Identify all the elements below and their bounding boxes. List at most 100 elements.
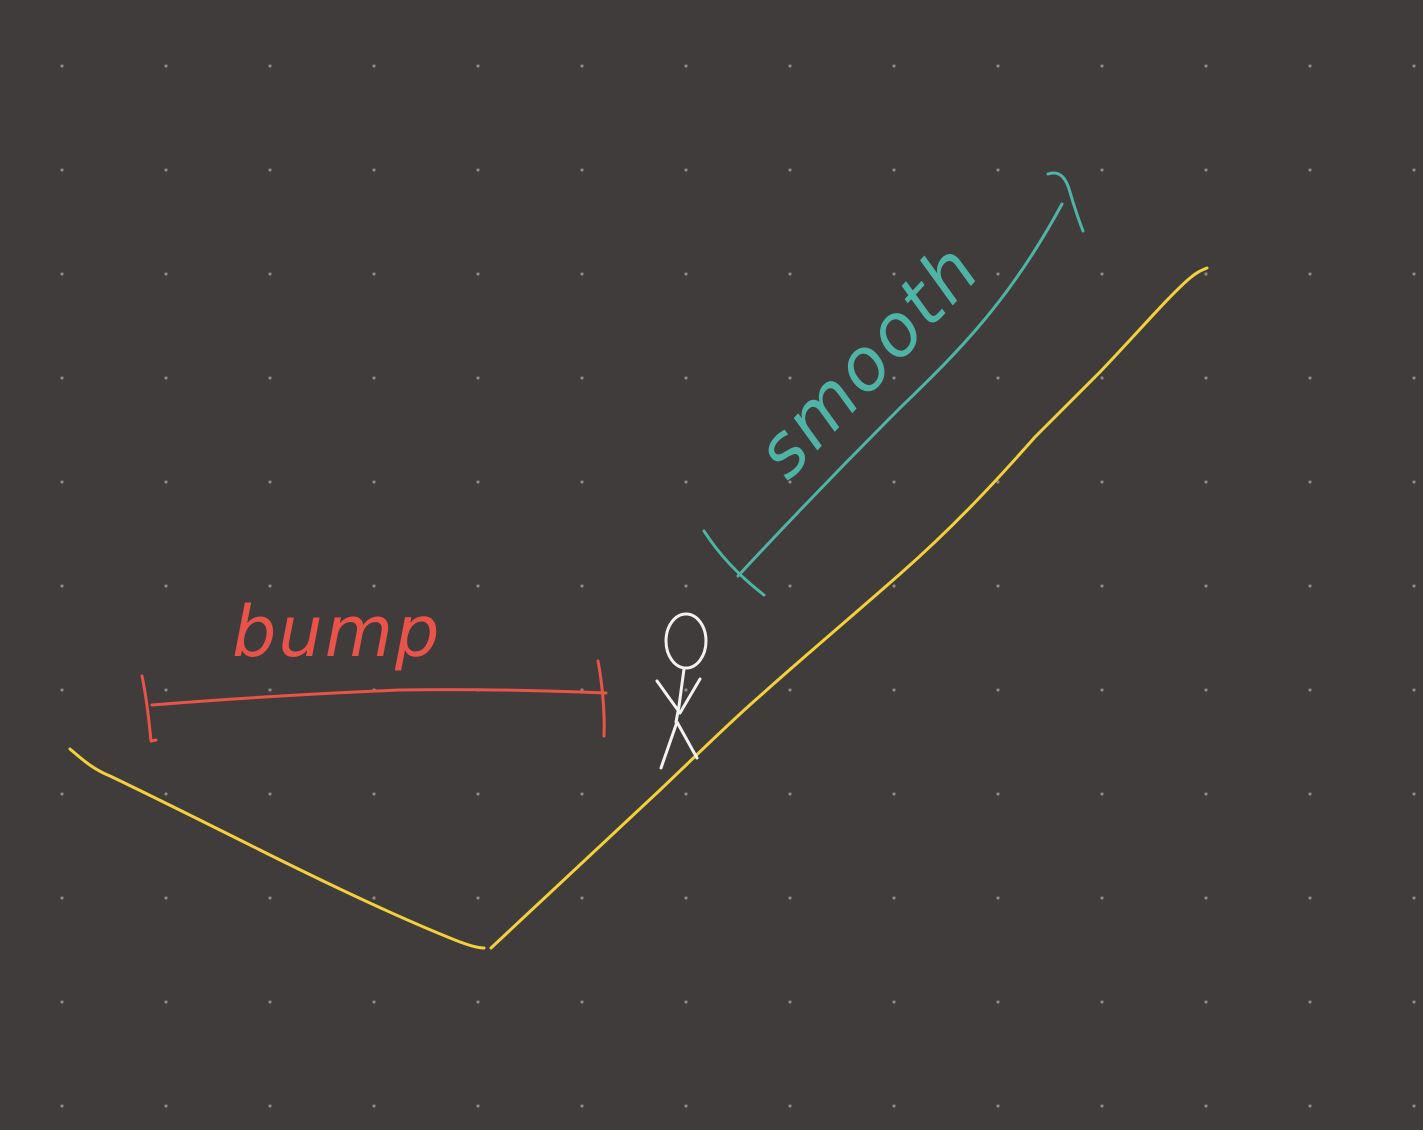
bump-annotation: bump xyxy=(140,591,608,743)
grid-dot xyxy=(1308,688,1312,692)
stick-figure-head xyxy=(664,612,708,670)
grid-dot xyxy=(788,688,792,692)
grid-dot xyxy=(788,584,792,588)
grid-dot xyxy=(892,584,896,588)
grid-dot xyxy=(1412,64,1416,68)
grid-dot xyxy=(1204,168,1208,172)
grid-dot xyxy=(996,1104,1000,1108)
grid-dot xyxy=(684,688,688,692)
grid-dot xyxy=(60,896,64,900)
smooth-upper-tick xyxy=(1046,171,1085,233)
grid-dot xyxy=(580,584,584,588)
grid-dot xyxy=(684,1000,688,1004)
grid-dot xyxy=(788,376,792,380)
grid-dot xyxy=(476,480,480,484)
grid-dot xyxy=(1204,480,1208,484)
bump-right-tick xyxy=(596,659,606,738)
grid-dot xyxy=(60,584,64,588)
grid-dot xyxy=(60,1104,64,1108)
grid-dot xyxy=(1100,584,1104,588)
grid-dot xyxy=(1308,272,1312,276)
grid-dot xyxy=(892,896,896,900)
bump-left-tick xyxy=(140,674,158,743)
grid-dot xyxy=(476,272,480,276)
grid-dot xyxy=(1204,1104,1208,1108)
grid-dot xyxy=(1412,792,1416,796)
grid-dot xyxy=(996,376,1000,380)
bump-span-line xyxy=(150,688,608,707)
grid-dot xyxy=(892,688,896,692)
stick-figure-body xyxy=(674,667,686,724)
grid-dot xyxy=(1100,64,1104,68)
grid-dot xyxy=(580,168,584,172)
grid-dot xyxy=(1100,272,1104,276)
grid-dot xyxy=(996,64,1000,68)
grid-dot xyxy=(268,1000,272,1004)
grid-dot xyxy=(684,896,688,900)
grid-dot xyxy=(788,480,792,484)
grid-dot xyxy=(268,272,272,276)
grid-dot xyxy=(268,376,272,380)
grid-dot xyxy=(580,1104,584,1108)
grid-dot xyxy=(580,480,584,484)
grid-dot xyxy=(996,792,1000,796)
grid-dot xyxy=(476,1000,480,1004)
grid-dot xyxy=(684,376,688,380)
grid-dot xyxy=(1100,792,1104,796)
grid-dot xyxy=(892,1104,896,1108)
grid-dot xyxy=(1100,168,1104,172)
grid-dot xyxy=(60,376,64,380)
grid-dot xyxy=(60,688,64,692)
grid-dot xyxy=(372,376,376,380)
grid-dot xyxy=(892,64,896,68)
grid-dot xyxy=(996,584,1000,588)
stick-figure-legs xyxy=(659,720,699,770)
grid-dot xyxy=(476,64,480,68)
grid-dot xyxy=(1412,584,1416,588)
grid-dot xyxy=(1308,1104,1312,1108)
grid-dot xyxy=(788,168,792,172)
grid-dot xyxy=(164,168,168,172)
grid-dot xyxy=(580,792,584,796)
grid-dot xyxy=(1412,1000,1416,1004)
grid-dot xyxy=(372,272,376,276)
grid-dot xyxy=(164,376,168,380)
smooth-lower-tick xyxy=(702,529,766,597)
ground-line xyxy=(68,747,486,950)
grid-dot xyxy=(1308,64,1312,68)
grid-dot xyxy=(1204,376,1208,380)
grid-dot xyxy=(164,480,168,484)
grid-dot xyxy=(372,64,376,68)
grid-dot xyxy=(684,168,688,172)
grid-dot xyxy=(1100,896,1104,900)
grid-dot xyxy=(268,792,272,796)
grid-dot xyxy=(1204,896,1208,900)
grid-dot xyxy=(580,272,584,276)
grid-dot xyxy=(60,64,64,68)
grid-dot xyxy=(372,584,376,588)
grid-dot xyxy=(268,480,272,484)
grid-dot xyxy=(372,792,376,796)
slope-line xyxy=(489,266,1209,950)
grid-dot xyxy=(788,1104,792,1108)
grid-dot xyxy=(164,272,168,276)
grid-dot xyxy=(60,480,64,484)
grid-dot xyxy=(372,1104,376,1108)
stick-figure xyxy=(655,612,708,770)
grid-dot xyxy=(268,64,272,68)
grid-dot xyxy=(996,688,1000,692)
grid-dot xyxy=(684,272,688,276)
grid-dot xyxy=(164,688,168,692)
grid-dot xyxy=(1412,168,1416,172)
grid-dot xyxy=(996,168,1000,172)
grid-dot xyxy=(164,792,168,796)
grid-dot xyxy=(372,896,376,900)
grid-dot xyxy=(1412,272,1416,276)
grid-dot xyxy=(476,584,480,588)
grid-dot xyxy=(268,584,272,588)
grid-dot xyxy=(788,792,792,796)
grid-dot xyxy=(1308,376,1312,380)
dot-grid xyxy=(60,64,1416,1108)
grid-dot xyxy=(1308,792,1312,796)
grid-dot xyxy=(1204,792,1208,796)
